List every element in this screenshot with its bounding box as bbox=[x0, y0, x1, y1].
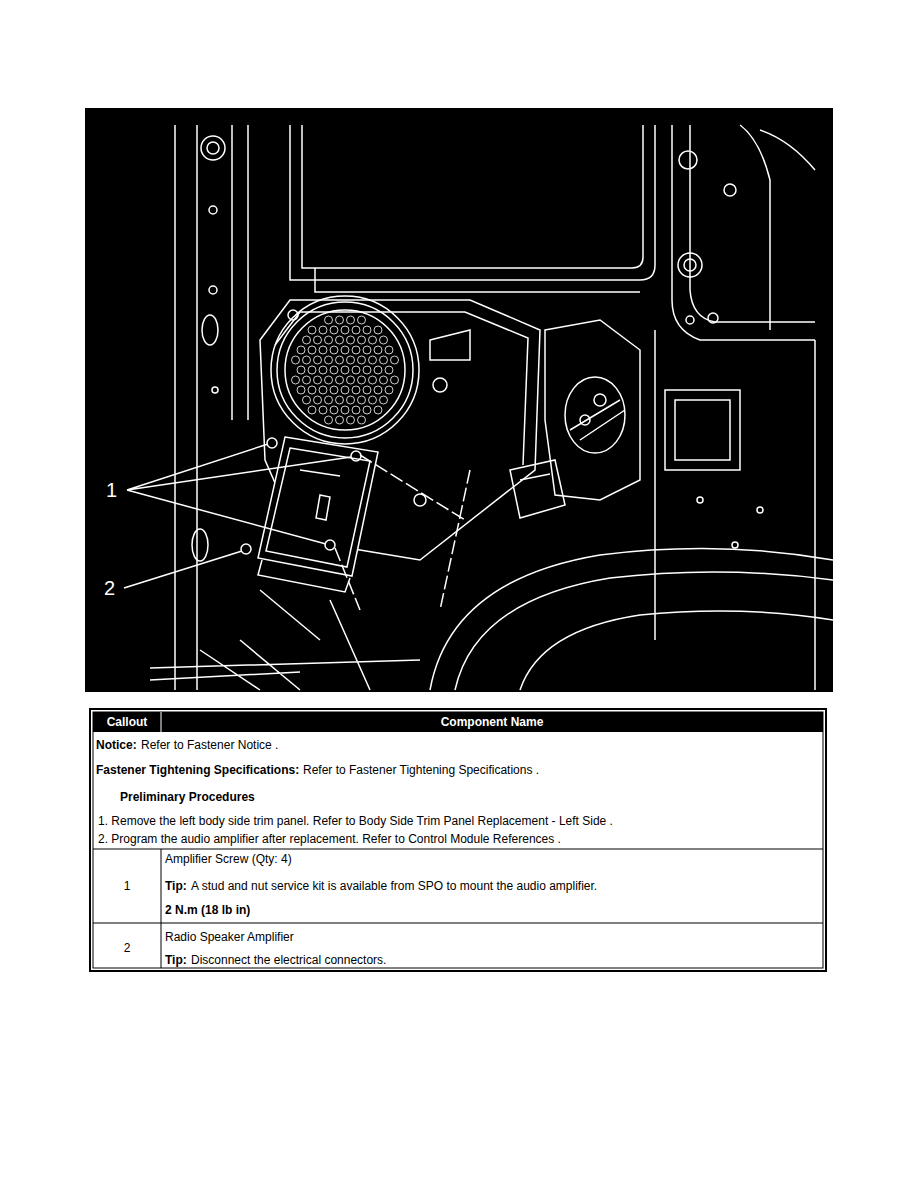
notice-label: Notice: bbox=[96, 738, 137, 752]
tip-label: Tip: bbox=[165, 879, 187, 893]
tip-text: Disconnect the electrical connectors. bbox=[191, 953, 386, 967]
callout-cell: 1 bbox=[93, 879, 161, 893]
callout-number: 1 bbox=[106, 479, 117, 501]
tip-label: Tip: bbox=[165, 953, 187, 967]
procedure-step: 2. Program the audio amplifier after rep… bbox=[98, 832, 561, 846]
spec-label: Fastener Tightening Specifications: bbox=[96, 763, 299, 777]
procedure-step: 1. Remove the left body side trim panel.… bbox=[98, 814, 613, 828]
callout-number: 2 bbox=[104, 577, 115, 599]
spec-text: Refer to Fastener Tightening Specificati… bbox=[303, 763, 539, 777]
callout-cell: 2 bbox=[93, 941, 161, 955]
notice-text: Refer to Fastener Notice . bbox=[141, 738, 278, 752]
section-heading: Preliminary Procedures bbox=[120, 790, 255, 804]
component-name: Amplifier Screw (Qty: 4) bbox=[165, 852, 292, 866]
column-header: Component Name bbox=[161, 715, 823, 729]
tip-text: A stud and nut service kit is available … bbox=[191, 879, 597, 893]
component-name: Radio Speaker Amplifier bbox=[165, 930, 294, 944]
torque-spec: 2 N.m (18 lb in) bbox=[165, 903, 250, 917]
column-header: Callout bbox=[93, 715, 161, 729]
